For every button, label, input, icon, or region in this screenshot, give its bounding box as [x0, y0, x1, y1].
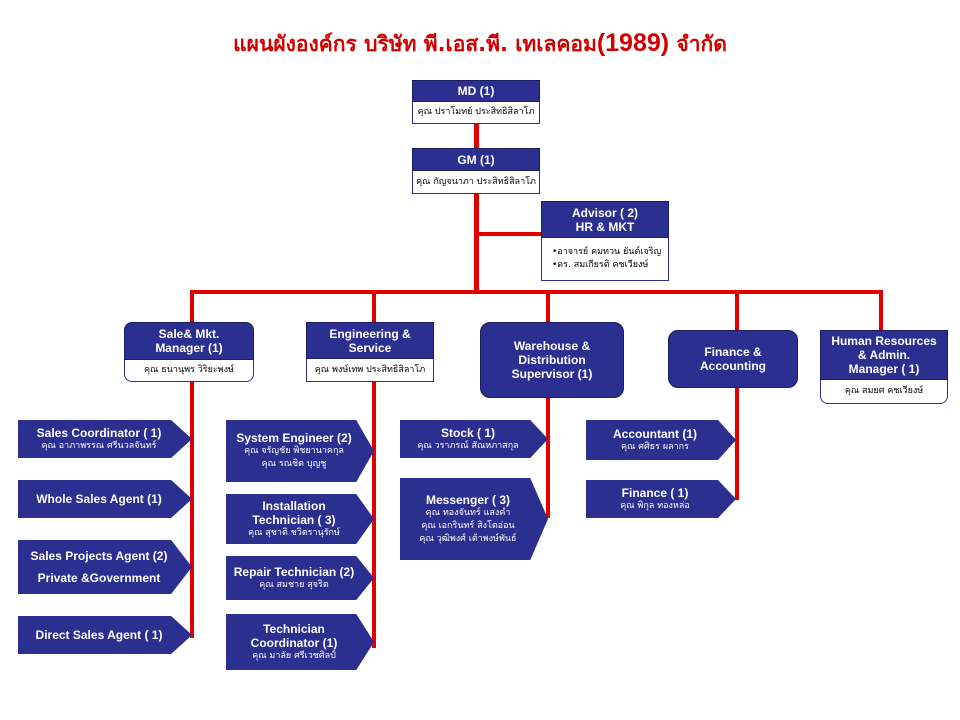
dept-engineering-title-2: Service — [348, 340, 392, 355]
technician-coordinator-title-1: Technician — [263, 621, 325, 636]
sales-projects-agent-title: Sales Projects Agent (2) — [30, 549, 168, 563]
messenger: Messenger ( 3) คุณ ทองจันทร์ แสงคำ คุณ เ… — [400, 478, 548, 560]
dept-hr-admin-title-2: & Admin. — [857, 348, 911, 362]
dept-finance: Finance & Accounting — [668, 330, 798, 388]
direct-sales-agent-title: Direct Sales Agent ( 1) — [35, 628, 163, 642]
advisor-box: Advisor ( 2) HR & MKT •อาจารย์ คมทวน ยัน… — [541, 201, 669, 281]
whole-sales-agent: Whole Sales Agent (1) — [18, 480, 192, 518]
connector-gm-bus — [474, 194, 479, 292]
gm-title: GM (1) — [412, 148, 540, 171]
dept-sales-mkt-title: Sale& Mkt. Manager (1) — [124, 322, 254, 360]
messenger-title: Messenger ( 3) — [425, 492, 511, 507]
connector-dept-4 — [735, 290, 739, 330]
stock: Stock ( 1) คุณ วราภรณ์ สัณหภาสกุล — [400, 420, 548, 458]
dept-finance-title-2: Accounting — [700, 359, 766, 373]
direct-sales-agent: Direct Sales Agent ( 1) — [18, 616, 192, 654]
installation-technician-name: คุณ สุชาติ ชวิตรานุรักษ์ — [248, 527, 340, 538]
dept-finance-title-1: Finance & — [704, 345, 762, 359]
dept-hr-admin: Human Resources & Admin. Manager ( 1) คุ… — [820, 330, 948, 404]
dept-sales-mkt-title-2: Manager (1) — [155, 341, 223, 355]
dept-engineering-title-1: Engineering & — [329, 326, 411, 341]
md-name: คุณ ปราโมทย์ ประสิทธิสิลาโภ — [412, 102, 540, 124]
connector-dept-2 — [372, 290, 376, 322]
dept-hr-admin-title: Human Resources & Admin. Manager ( 1) — [820, 330, 948, 380]
md-title: MD (1) — [412, 80, 540, 102]
dept-hr-admin-title-3: Manager ( 1) — [848, 362, 920, 376]
chart-title: แผนผังองค์กร บริษัท พี.เอส.พี. เทเลคอม(1… — [0, 28, 960, 61]
accountant: Accountant (1) คุณ ศศิธร ผลากร — [586, 420, 736, 460]
finance-staff: Finance ( 1) คุณ พิกุล ทองหล่อ — [586, 480, 736, 518]
sales-coordinator-name: คุณ อาภาพรรณ ศรีนวลจันทร์ — [41, 440, 157, 451]
advisor-name-2: •ดร. สมเกียรติ คชเวียงษ์ — [552, 260, 649, 270]
dept-warehouse-title-2: Distribution — [518, 353, 586, 367]
repair-technician-title: Repair Technician (2) — [233, 564, 355, 579]
installation-technician-title-2: Technician ( 3) — [252, 512, 336, 527]
md-box: MD (1) คุณ ปราโมทย์ ประสิทธิสิลาโภ — [412, 80, 540, 124]
dept-hr-admin-name: คุณ สมยศ คชเวียงษ์ — [820, 380, 948, 404]
advisor-title: Advisor ( 2) HR & MKT — [541, 201, 669, 238]
finance-staff-name: คุณ พิกุล ทองหล่อ — [620, 500, 690, 511]
dept-sales-mkt: Sale& Mkt. Manager (1) คุณ ธนานุพร วิริย… — [124, 322, 254, 382]
system-engineer-name-1: คุณ จรัญชัย พิชยานาคกุล — [244, 446, 344, 456]
system-engineer-name-2: คุณ รณชิต บุญชู — [261, 459, 327, 469]
dept-hr-admin-title-1: Human Resources — [831, 334, 937, 348]
advisor-names: •อาจารย์ คมทวน ยันต์เจริญ •ดร. สมเกียรติ… — [541, 238, 669, 281]
finance-staff-title: Finance ( 1) — [621, 485, 689, 500]
installation-technician: Installation Technician ( 3) คุณ สุชาติ … — [226, 494, 374, 544]
sales-coordinator-title: Sales Coordinator ( 1) — [36, 425, 162, 440]
connector-wh-column — [546, 398, 550, 518]
repair-technician-name: คุณ สมชาย สุจริต — [259, 579, 329, 590]
repair-technician: Repair Technician (2) คุณ สมชาย สุจริต — [226, 556, 374, 600]
technician-coordinator-title-2: Coordinator (1) — [250, 635, 338, 650]
chart-title-main: แผนผังองค์กร บริษัท พี.เอส.พี. เทเลคอม — [233, 32, 597, 56]
dept-sales-mkt-title-1: Sale& Mkt. — [158, 327, 220, 341]
technician-coordinator-name: คุณ มาลัย ศรีเวชศิลป์ — [252, 650, 336, 661]
accountant-name: คุณ ศศิธร ผลากร — [621, 441, 689, 452]
accountant-title: Accountant (1) — [613, 426, 697, 441]
connector-advisor — [479, 232, 541, 236]
connector-eng-column — [372, 382, 376, 648]
dept-warehouse-title-3: Supervisor (1) — [511, 367, 593, 381]
dept-sales-mkt-name: คุณ ธนานุพร วิริยะพงษ์ — [124, 360, 254, 382]
dept-engineering-name: คุณ พงษ์เทพ ประสิทธิสิลาโภ — [306, 359, 434, 382]
system-engineer-title: System Engineer (2) — [236, 431, 352, 445]
dept-engineering: Engineering & Service คุณ พงษ์เทพ ประสิท… — [306, 322, 434, 382]
advisor-name-1: •อาจารย์ คมทวน ยันต์เจริญ — [552, 247, 662, 257]
sales-projects-agent-title-2: Private &Government — [37, 571, 161, 585]
technician-coordinator: Technician Coordinator (1) คุณ มาลัย ศรี… — [226, 614, 374, 670]
sales-projects-agent: Sales Projects Agent (2) Private &Govern… — [18, 540, 192, 594]
advisor-title-2: HR & MKT — [575, 219, 635, 234]
messenger-name-3: คุณ วุฒิพงศ์ เต้าพงษ์พันธ์ — [419, 533, 517, 544]
gm-box: GM (1) คุณ กัญจนาภา ประสิทธิสิลาโภ — [412, 148, 540, 194]
stock-name: คุณ วราภรณ์ สัณหภาสกุล — [417, 440, 519, 451]
dept-warehouse: Warehouse & Distribution Supervisor (1) — [480, 322, 624, 398]
connector-md-gm — [474, 122, 479, 150]
chart-title-suffix: จำกัด — [676, 32, 727, 56]
connector-dept-3 — [546, 290, 550, 322]
stock-title: Stock ( 1) — [440, 425, 495, 440]
messenger-name-2: คุณ เอกรินทร์ สิงโตอ่อน — [421, 520, 515, 531]
messenger-name-1: คุณ ทองจันทร์ แสงคำ — [425, 507, 511, 518]
sales-coordinator: Sales Coordinator ( 1) คุณ อาภาพรรณ ศรีน… — [18, 420, 192, 458]
whole-sales-agent-title: Whole Sales Agent (1) — [36, 492, 162, 506]
advisor-title-1: Advisor ( 2) — [571, 205, 638, 220]
dept-engineering-title: Engineering & Service — [306, 322, 434, 359]
connector-dept-5 — [879, 290, 883, 330]
gm-name: คุณ กัญจนาภา ประสิทธิสิลาโภ — [412, 171, 540, 194]
connector-dept-1 — [190, 290, 194, 322]
connector-sales-column — [190, 382, 194, 638]
system-engineer: System Engineer (2) คุณ จรัญชัย พิชยานาค… — [226, 420, 374, 482]
connector-dept-bus — [190, 290, 883, 294]
installation-technician-title-1: Installation — [262, 498, 326, 513]
chart-title-year: (1989) — [596, 29, 670, 57]
connector-fin-column — [735, 388, 739, 500]
dept-warehouse-title-1: Warehouse & — [513, 339, 591, 353]
